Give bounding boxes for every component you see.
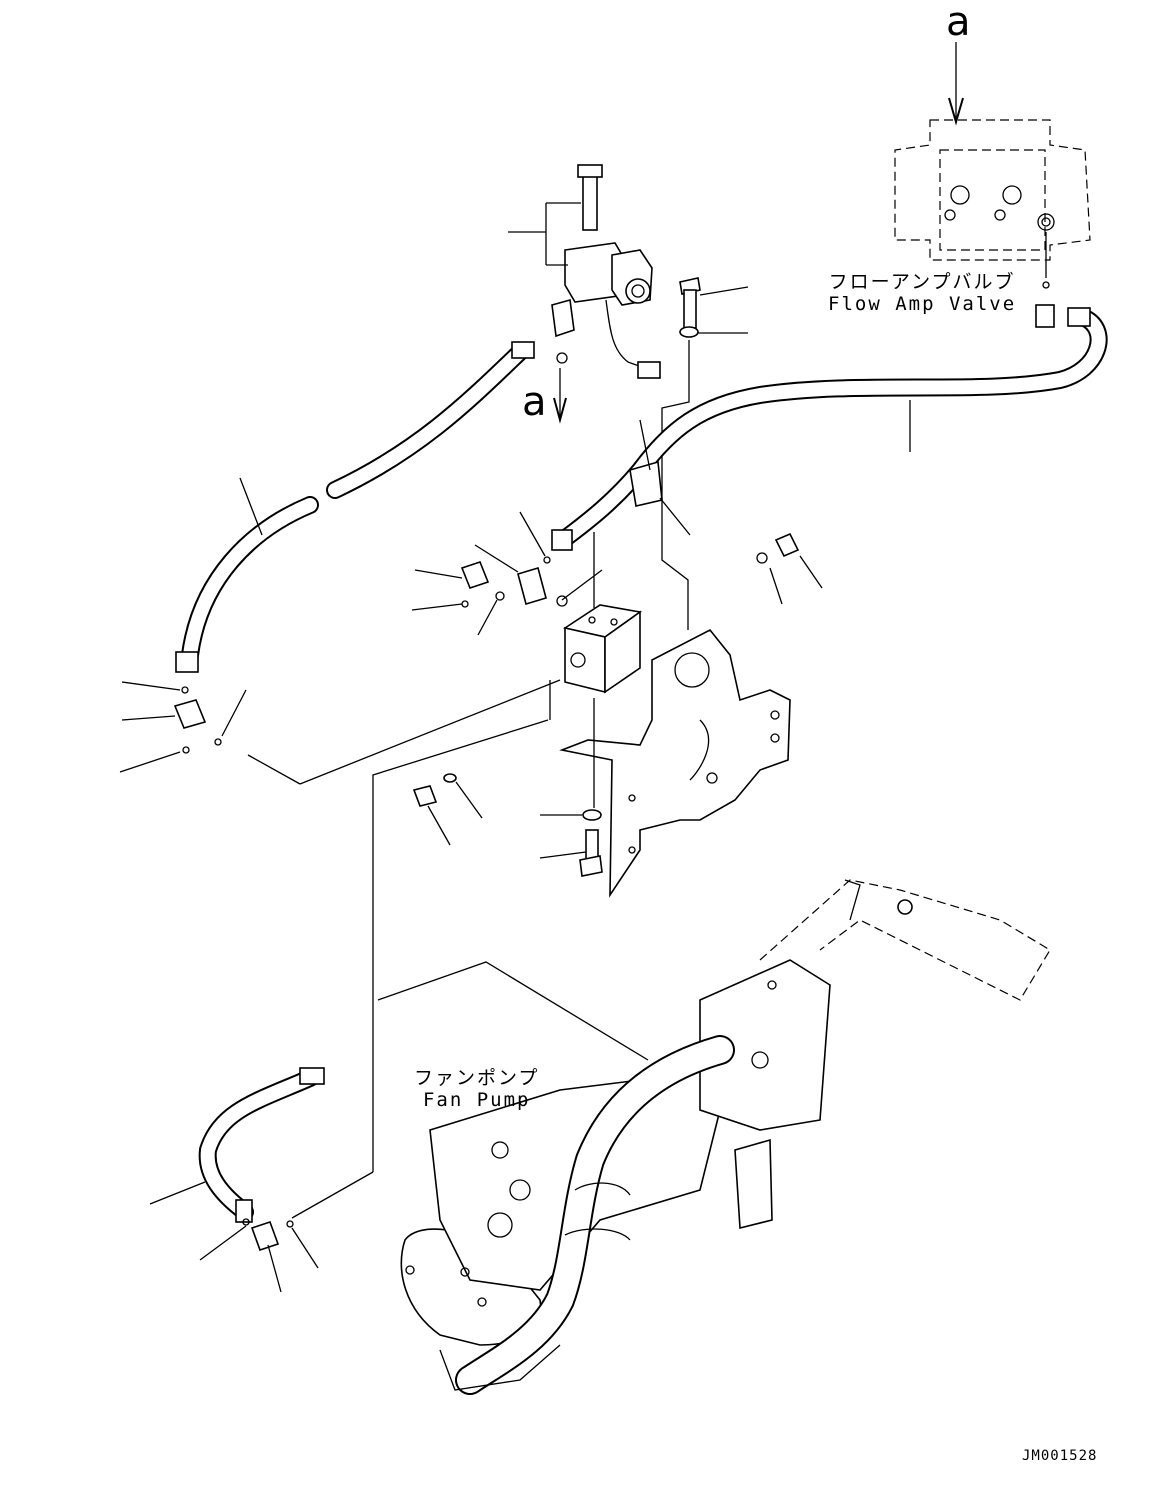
bolt-icon — [579, 829, 603, 877]
hose-icon — [198, 1069, 319, 1221]
fan-pump-label: ファンポンプ Fan Pump — [414, 1067, 540, 1112]
fan-pump-icon — [400, 879, 1051, 1346]
hose-icon — [554, 309, 1108, 549]
bolt-icon — [679, 277, 701, 329]
flow-amp-valve-label: フローアンプバルブ Flow Amp Valve — [828, 271, 1017, 316]
valve-block-icon — [562, 604, 643, 694]
hose-icon — [181, 343, 529, 664]
fan-pump-label-en: Fan Pump — [422, 1088, 531, 1111]
view-reference-mid: a — [522, 379, 547, 425]
fan-pump-label-jp: ファンポンプ — [414, 1067, 540, 1089]
bracket-icon — [559, 628, 791, 898]
solenoid-valve-icon — [564, 164, 661, 379]
flow-amp-valve-icon — [894, 119, 1091, 261]
view-reference-top: a — [946, 0, 971, 45]
flow-amp-valve-label-jp: フローアンプバルブ — [828, 271, 1016, 293]
drawing-number: JM001528 — [1022, 1448, 1098, 1464]
elbow-fitting-icon — [173, 699, 207, 729]
flow-amp-valve-label-en: Flow Amp Valve — [828, 292, 1017, 315]
